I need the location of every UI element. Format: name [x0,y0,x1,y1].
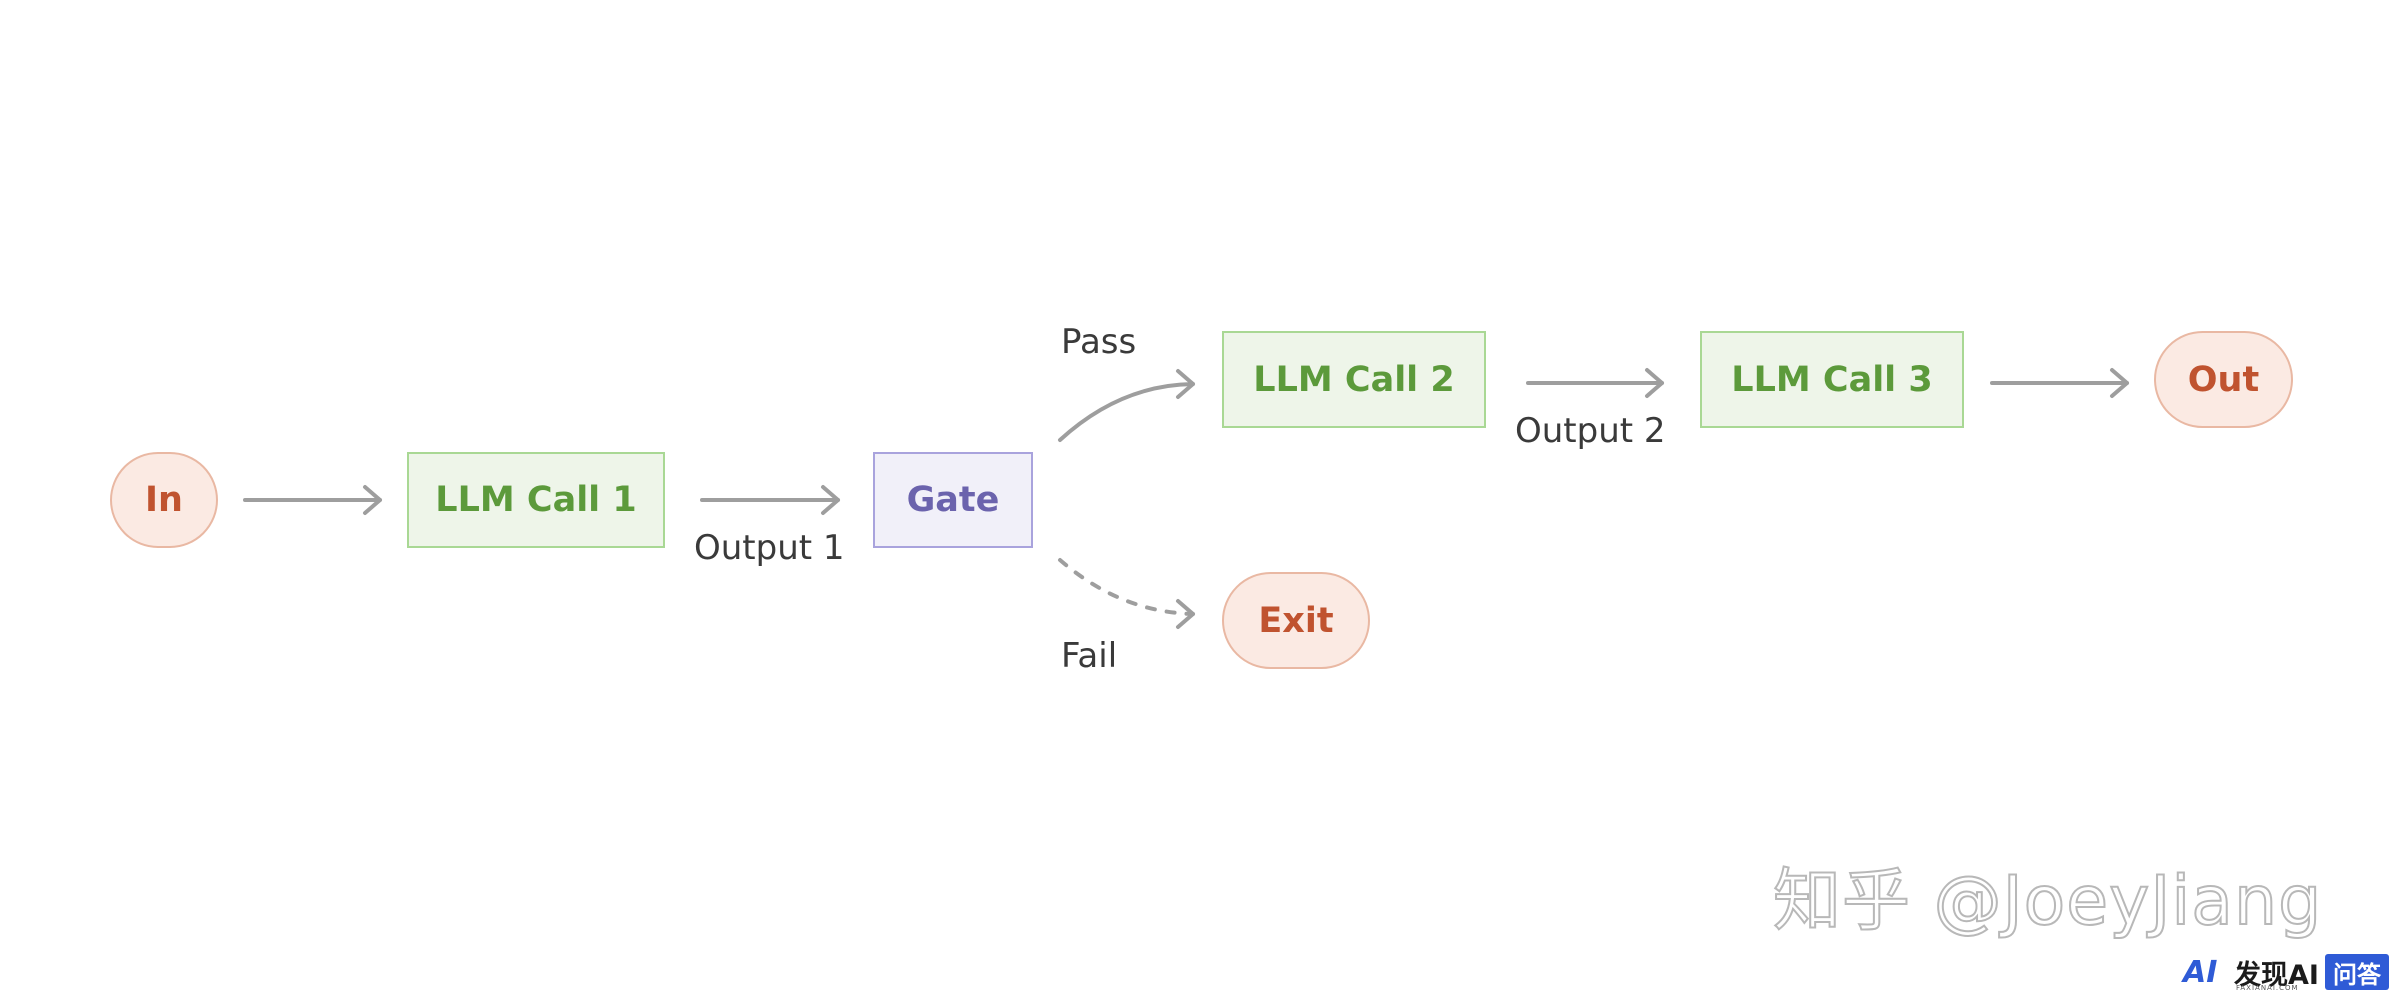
node-llm-call-1: LLM Call 1 [407,452,665,548]
node-llm-call-3: LLM Call 3 [1700,331,1964,428]
arrow-gate-to-llm2-pass [1058,369,1195,442]
arrow-llm3-to-out [1990,368,2129,398]
logo-badge: 问答 [2325,954,2389,990]
arrow-in-to-llm1 [243,485,382,515]
edge-label-pass: Pass [1061,322,1137,362]
node-in: In [110,452,218,548]
node-llm-call-2: LLM Call 2 [1222,331,1486,428]
edge-label-output-1: Output 1 [694,528,845,568]
logo-sub-text: FAXIANAI.COM [2236,984,2299,992]
edge-label-fail: Fail [1061,636,1118,676]
logo-brand-text: 发现AI [2234,959,2319,991]
node-out: Out [2154,331,2293,428]
node-gate: Gate [873,452,1033,548]
arrow-gate-to-exit-fail [1058,558,1195,629]
edge-label-output-2: Output 2 [1515,411,1666,451]
arrow-llm1-to-gate [700,485,840,515]
node-exit: Exit [1222,572,1370,669]
arrow-llm2-to-llm3 [1526,368,1664,398]
logo-ai-mark: AI [2183,954,2218,990]
watermark: 知乎 @JoeyJiang [1772,861,2323,942]
